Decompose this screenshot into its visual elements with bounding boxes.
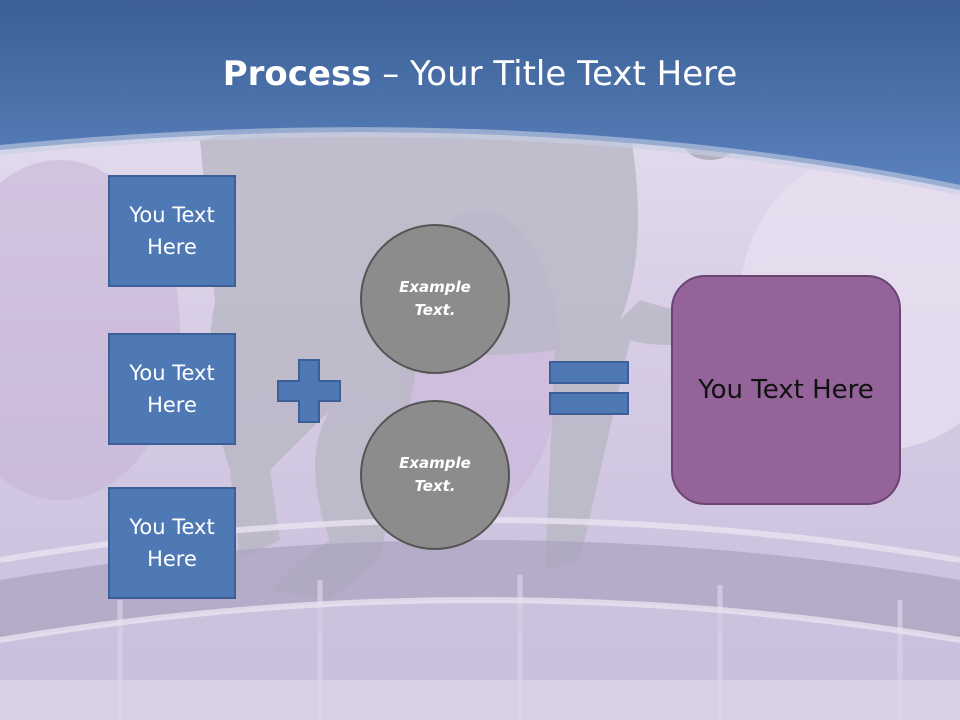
input-box-1[interactable]: You Text Here — [108, 175, 236, 287]
result-box[interactable]: You Text Here — [671, 275, 901, 505]
example-circle-2[interactable]: Example Text. — [360, 400, 510, 550]
input-box-label: You Text Here — [129, 515, 215, 571]
input-box-2[interactable]: You Text Here — [108, 333, 236, 445]
equals-icon — [549, 361, 629, 415]
title-rest: – Your Title Text Here — [371, 54, 738, 94]
plus-icon — [277, 359, 341, 423]
title-bold: Process — [222, 54, 372, 94]
example-circle-1[interactable]: Example Text. — [360, 224, 510, 374]
input-box-3[interactable]: You Text Here — [108, 487, 236, 599]
circle-label: Example Text. — [399, 278, 471, 319]
input-box-label: You Text Here — [129, 361, 215, 417]
circle-label: Example Text. — [399, 454, 471, 495]
slide-title: Process – Your Title Text Here — [0, 52, 960, 96]
result-label: You Text Here — [698, 375, 874, 405]
input-box-label: You Text Here — [129, 203, 215, 259]
